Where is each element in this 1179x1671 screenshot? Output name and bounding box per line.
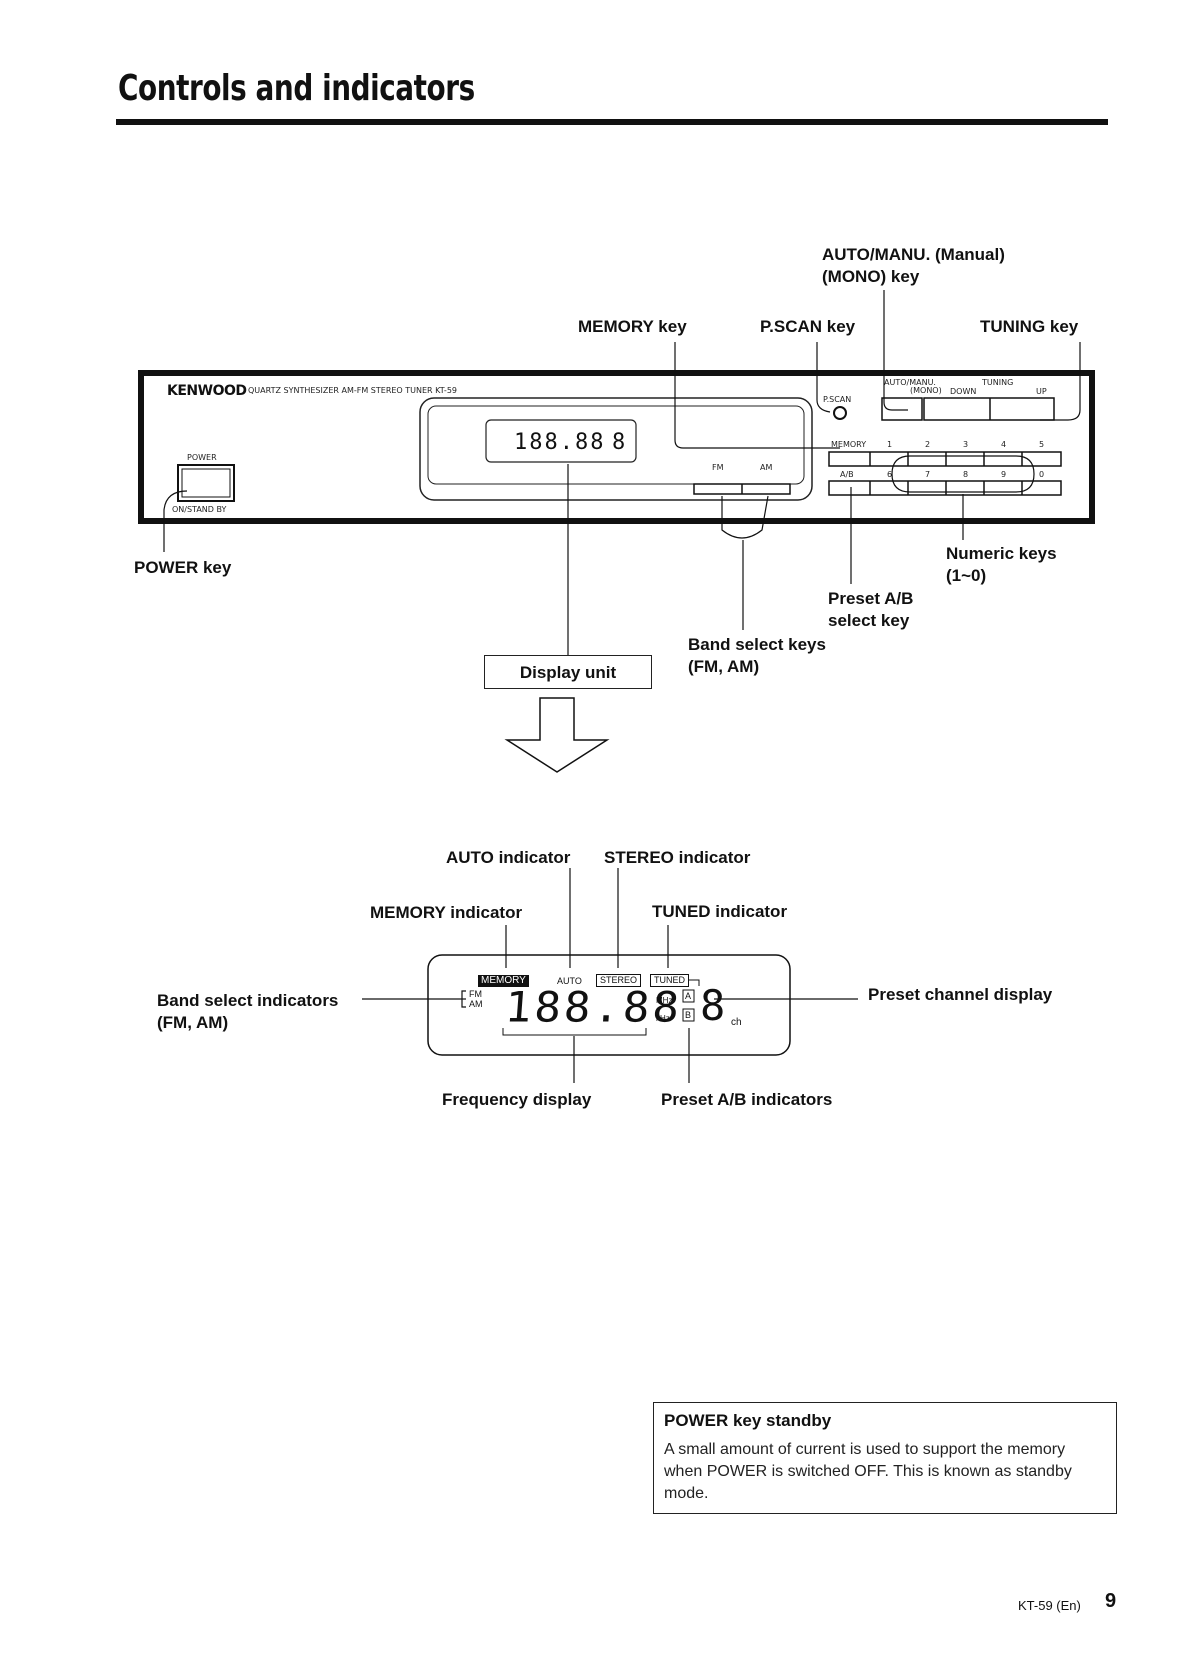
tuning-down-button[interactable] <box>924 398 990 420</box>
note-text: A small amount of current is used to sup… <box>664 1441 1072 1502</box>
preset-ab-button[interactable] <box>829 481 870 495</box>
band-select-callout-line2: (FM, AM) <box>688 657 760 676</box>
pscan-button[interactable] <box>833 406 847 420</box>
ch-label: ch <box>731 1017 742 1028</box>
tuned-indicator: TUNED <box>650 974 689 987</box>
khz-label: kHz <box>656 1014 670 1023</box>
numeric-label-7: 7 <box>925 470 931 479</box>
stereo-indicator-label: STEREO indicator <box>604 848 751 867</box>
band-select-indicators-line1: Band select indicators <box>157 991 339 1010</box>
mini-display <box>485 419 637 463</box>
mini-channel: 8 <box>612 430 626 455</box>
frequency-display-label: Frequency display <box>442 1090 592 1109</box>
auto-manu-button[interactable] <box>882 398 922 420</box>
auto-indicator: AUTO <box>557 976 582 986</box>
am-indicator: AM <box>469 999 483 1009</box>
display-unit-label: Display unit <box>484 655 652 689</box>
power-standby-note: POWER key standby A small amount of curr… <box>653 1402 1117 1514</box>
numeric-key-6[interactable] <box>870 481 908 495</box>
tuning-up-button[interactable] <box>990 398 1054 420</box>
preset-b-indicator: B <box>685 1010 692 1020</box>
note-title: POWER key standby <box>664 1411 832 1430</box>
preset-a-indicator: A <box>685 991 692 1001</box>
fm-indicator: FM <box>469 989 482 999</box>
leader-lines <box>163 290 1081 655</box>
am-panel-label: AM <box>760 463 773 472</box>
down-panel-label: DOWN <box>950 387 977 396</box>
stereo-indicator: STEREO <box>596 974 642 987</box>
numeric-key-9[interactable] <box>984 481 1022 495</box>
numeric-label-4: 4 <box>1001 440 1007 449</box>
numeric-keys-callout-line1: Numeric keys <box>946 544 1057 563</box>
power-button-shape <box>177 464 235 502</box>
numeric-keys-callout-line2: (1~0) <box>946 566 987 585</box>
numeric-key-1[interactable] <box>870 452 908 466</box>
numeric-key-rows <box>828 451 1062 496</box>
memory-button[interactable] <box>829 452 870 466</box>
front-panel-frame <box>138 370 1095 524</box>
mhz-label: MHz <box>656 996 673 1005</box>
footer-page-number: 9 <box>1105 1590 1117 1612</box>
brand-logo: KENWOOD <box>167 383 247 399</box>
down-arrow <box>504 697 610 773</box>
numeric-label-3: 3 <box>963 440 969 449</box>
tuning-key-callout: TUNING key <box>980 317 1079 336</box>
numeric-key-0[interactable] <box>1022 481 1061 495</box>
auto-manu-panel-label: AUTO/MANU. <box>884 378 936 387</box>
memory-indicator: MEMORY <box>478 975 529 987</box>
auto-manu-callout-line2: (MONO) key <box>822 267 920 286</box>
numeric-label-0: 0 <box>1039 470 1045 479</box>
fm-panel-label: FM <box>712 463 724 472</box>
pscan-knob <box>833 406 847 420</box>
auto-manu-button-shape <box>881 397 923 421</box>
numeric-key-2[interactable] <box>908 452 946 466</box>
frequency-digits: 188.88 <box>503 983 684 1032</box>
power-key-callout: POWER key <box>134 558 232 577</box>
numeric-label-8: 8 <box>963 470 969 479</box>
auto-indicator-label: AUTO indicator <box>446 848 571 867</box>
model-text: QUARTZ SYNTHESIZER AM-FM STEREO TUNER KT… <box>248 386 457 395</box>
mini-frequency: 188.88 <box>514 430 606 455</box>
power-panel-label: POWER <box>187 453 217 462</box>
numeric-label-1: 1 <box>887 440 893 449</box>
pscan-key-callout: P.SCAN key <box>760 317 856 336</box>
numeric-label-9: 9 <box>1001 470 1007 479</box>
tuning-buttons-shape <box>923 397 1055 421</box>
ab-panel-label: A/B <box>840 470 854 479</box>
up-panel-label: UP <box>1036 387 1047 396</box>
am-button[interactable] <box>742 484 790 494</box>
numeric-key-5[interactable] <box>1022 452 1061 466</box>
band-select-callout-line1: Band select keys <box>688 635 826 654</box>
preset-ab-indicators-label: Preset A/B indicators <box>661 1090 833 1109</box>
numeric-key-3[interactable] <box>946 452 984 466</box>
memory-panel-label: MEMORY <box>831 440 867 449</box>
mono-panel-label: (MONO) <box>910 386 942 395</box>
title-rule <box>116 119 1108 125</box>
footer-model: KT-59 (En) <box>1018 1598 1081 1613</box>
auto-manu-callout-line1: AUTO/MANU. (Manual) <box>822 245 1005 264</box>
memory-indicator-label: MEMORY indicator <box>370 903 523 922</box>
band-select-indicators-line2: (FM, AM) <box>157 1013 229 1032</box>
preset-ab-callout-line1: Preset A/B <box>828 589 914 608</box>
preset-ab-callout-line2: select key <box>828 611 910 630</box>
numeric-key-7[interactable] <box>908 481 946 495</box>
memory-key-callout: MEMORY key <box>578 317 687 336</box>
display-detail-outline <box>427 954 791 1056</box>
tuning-panel-label: TUNING <box>982 378 1014 387</box>
display-window-outer <box>419 397 813 501</box>
channel-digit: 8 <box>700 981 726 1030</box>
numeric-label-2: 2 <box>925 440 931 449</box>
numeric-label-5: 5 <box>1039 440 1045 449</box>
fm-button[interactable] <box>694 484 742 494</box>
power-button[interactable] <box>182 469 230 497</box>
preset-channel-display-label: Preset channel display <box>868 985 1053 1004</box>
tuned-indicator-label: TUNED indicator <box>652 902 788 921</box>
page-title: Controls and indicators <box>118 68 475 109</box>
on-standby-label: ON/STAND BY <box>172 505 227 514</box>
pscan-panel-label: P.SCAN <box>823 395 852 404</box>
numeric-label-6: 6 <box>887 470 893 479</box>
numeric-key-8[interactable] <box>946 481 984 495</box>
numeric-key-4[interactable] <box>984 452 1022 466</box>
